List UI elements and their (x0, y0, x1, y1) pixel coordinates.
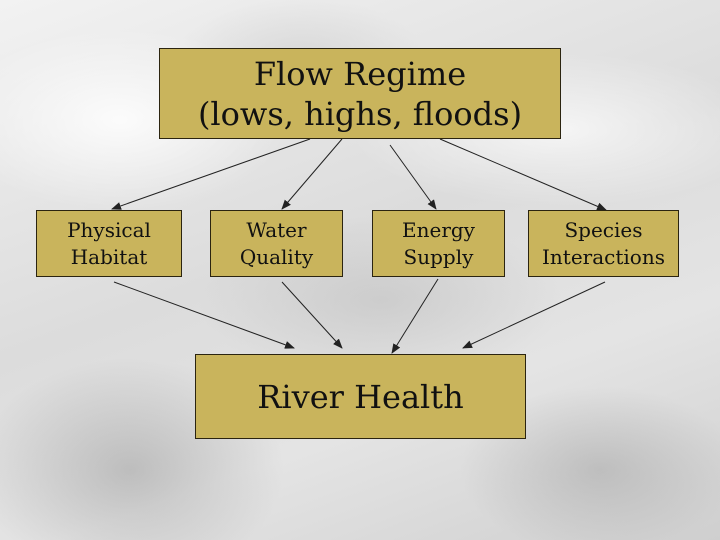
arrow-water-quality-to-river-health (281, 281, 343, 349)
water-quality-box: Water Quality (210, 210, 343, 277)
river-health-label: River Health (257, 377, 464, 416)
flow-regime-title: Flow Regime (253, 54, 467, 93)
energy-supply-line1: Energy (402, 217, 475, 242)
arrow-physical-habitat-to-river-health (113, 281, 295, 349)
flow-regime-box: Flow Regime (lows, highs, floods) (159, 48, 561, 139)
energy-supply-box: Energy Supply (372, 210, 505, 277)
physical-habitat-line2: Habitat (70, 244, 148, 269)
species-interactions-line2: Interactions (542, 244, 665, 269)
arrow-energy-supply-to-river-health (391, 278, 439, 354)
arrow-flow-to-energy-supply (389, 144, 437, 210)
species-interactions-box: Species Interactions (528, 210, 679, 277)
energy-supply-line2: Supply (403, 244, 474, 269)
species-interactions-line1: Species (564, 217, 643, 242)
arrow-flow-to-physical-habitat (111, 138, 311, 210)
physical-habitat-line1: Physical (67, 217, 151, 242)
flow-regime-subtitle: (lows, highs, floods) (197, 94, 523, 133)
arrow-flow-to-water-quality (281, 138, 343, 210)
river-health-box: River Health (195, 354, 526, 439)
water-quality-line2: Quality (239, 244, 314, 269)
arrow-flow-to-species-interactions (439, 138, 607, 211)
physical-habitat-box: Physical Habitat (36, 210, 182, 277)
water-quality-line1: Water (246, 217, 307, 242)
arrow-species-interactions-to-river-health (462, 281, 606, 349)
